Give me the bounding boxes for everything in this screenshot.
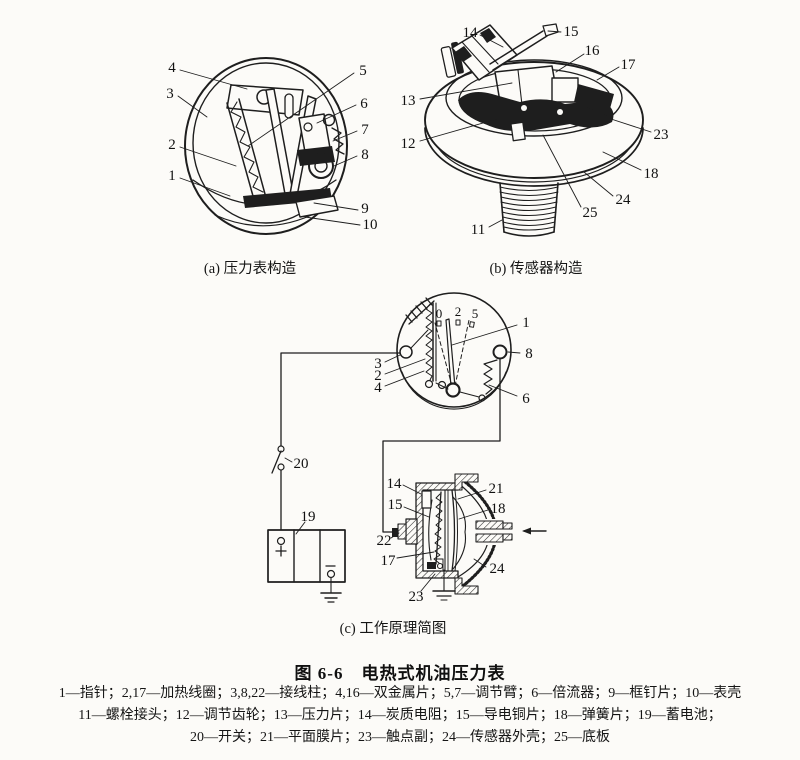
callout-c-14: 14 [387, 476, 403, 492]
callout-b-23: 23 [654, 127, 669, 143]
right-terminal [492, 344, 508, 360]
callout-b-25: 25 [583, 205, 598, 221]
terminal-bolt [392, 518, 418, 545]
callout-c-21: 21 [489, 481, 504, 497]
callout-b-15: 15 [564, 24, 579, 40]
callout-c-18: 18 [491, 501, 506, 517]
callout-a-8: 8 [361, 147, 369, 163]
figure-artwork: 4 3 2 1 5 6 7 8 9 10 [166, 23, 669, 605]
callout-b-17: 17 [621, 57, 637, 73]
callout-a-9: 9 [361, 201, 369, 217]
callout-b-18: 18 [644, 166, 659, 182]
dial-tick-5: 5 [472, 306, 479, 321]
switch [271, 445, 293, 474]
schematic-sensor [392, 473, 547, 601]
needle-pivot [445, 382, 461, 398]
callout-b-16: 16 [585, 43, 601, 59]
oil-inlet-port [475, 520, 513, 543]
battery-positive-sign [275, 545, 287, 557]
panel-b-leader-lines [419, 30, 652, 228]
spring-plate [452, 496, 467, 570]
panel-c-drawing: 0 2 5 [267, 292, 547, 605]
caption-c: (c) 工作原理简图 [339, 621, 447, 637]
callout-a-10: 10 [363, 217, 378, 233]
panel-c-leader-lines [384, 324, 521, 592]
callout-c-19: 19 [301, 509, 316, 525]
callout-c-6: 6 [522, 391, 530, 407]
left-terminal [399, 345, 413, 359]
callout-c-23: 23 [409, 589, 424, 605]
callout-b-24: 24 [616, 192, 632, 208]
callout-c-4: 4 [374, 380, 382, 396]
callout-c-17: 17 [381, 553, 397, 569]
callout-a-6: 6 [360, 96, 368, 112]
caption-a: (a) 压力表构造 [203, 261, 297, 277]
panel-a-leader-lines [177, 69, 361, 226]
gauge-mechanism [226, 84, 345, 218]
dial-tick-0: 0 [436, 306, 443, 321]
callout-b-13: 13 [401, 93, 416, 109]
sensor-housing [415, 482, 459, 579]
callout-a-1: 1 [168, 168, 176, 184]
dial-tick-2: 2 [455, 304, 462, 319]
battery-ground-symbol [320, 592, 342, 603]
heating-coil-zigzag [230, 101, 264, 193]
callout-c-15: 15 [388, 497, 403, 513]
legend-line-2: 11—螺栓接头；12—调节齿轮；13—压力片；14—炭质电阻；15—导电铜片；1… [78, 708, 722, 723]
callout-a-4: 4 [168, 60, 176, 76]
callout-c-24: 24 [490, 561, 506, 577]
sensor-mechanism [440, 23, 614, 142]
figure-title: 图 6-6 电热式机油压力表 [294, 664, 506, 683]
figure-legend: 1—指针；2,17—加热线圈；3,8,22—接线柱；4,16—双金属片；5,7—… [0, 683, 800, 749]
callout-c-22: 22 [377, 533, 392, 549]
legend-line-3: 20—开关；21—平面膜片；23—触点副；24—传感器外壳；25—底板 [190, 730, 610, 745]
legend-line-1: 1—指针；2,17—加热线圈；3,8,22—接线柱；4,16—双金属片；5,7—… [58, 686, 742, 701]
conductor-strip [428, 499, 433, 561]
panel-c-callouts: 1 8 6 3 2 4 20 19 14 15 21 18 22 17 24 2… [294, 315, 533, 605]
callout-c-8: 8 [525, 346, 533, 362]
carbon-resistor [421, 490, 432, 509]
panel-a-callouts: 4 3 2 1 5 6 7 8 9 10 [166, 60, 377, 233]
oil-pressure-arrow [522, 527, 547, 535]
callout-c-1: 1 [522, 315, 530, 331]
spring-zigzag [331, 127, 345, 155]
needle [445, 318, 456, 388]
callout-b-11: 11 [471, 222, 485, 238]
battery [267, 521, 346, 603]
contact-pair [427, 558, 444, 571]
sensor-ground-symbol [432, 569, 456, 601]
callout-c-2: 2 [374, 368, 382, 384]
panel-a-drawing: 4 3 2 1 5 6 7 8 9 10 [166, 57, 378, 235]
circuit-wires [280, 352, 501, 533]
callout-c-20: 20 [294, 456, 309, 472]
heating-coil-zigzag [433, 493, 443, 564]
callout-a-7: 7 [361, 122, 369, 138]
diaphragm [451, 489, 456, 572]
panel-b-drawing: 14 15 16 17 13 12 23 18 24 25 11 [401, 23, 669, 238]
callout-a-3: 3 [166, 86, 174, 102]
schematic-gauge: 0 2 5 [396, 292, 512, 410]
panel-b-callouts: 14 15 16 17 13 12 23 18 24 25 11 [401, 24, 669, 238]
callout-b-12: 12 [401, 136, 416, 152]
callout-b-14: 14 [463, 25, 479, 41]
shunt-resistor-zigzag [483, 359, 498, 395]
callout-a-2: 2 [168, 137, 176, 153]
caption-b: (b) 传感器构造 [489, 261, 583, 277]
sensor-stud [499, 182, 559, 237]
heating-coil-zigzag [425, 303, 433, 381]
callout-a-5: 5 [359, 63, 367, 79]
callout-c-3: 3 [374, 356, 382, 372]
